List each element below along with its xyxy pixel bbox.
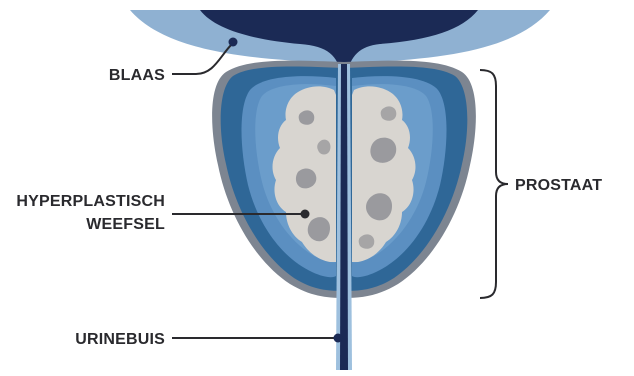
urethra-channel [340,64,348,370]
hyperplastic-pointer-dot [301,210,310,219]
urethra [336,64,352,370]
hyperplastic-label-line2: WEEFSEL [86,216,165,233]
hyperplastic-spot [299,110,315,124]
hyperplastic-spot [359,234,375,248]
bladder-pointer-dot [229,38,238,47]
bladder-label: BLAAS [109,67,165,84]
hyperplastic-label-line1: HYPERPLASTISCH [16,193,165,210]
urethra-pointer-dot [334,334,343,343]
hyperplastic-spot [381,106,397,120]
prostate-label: PROSTAAT [515,177,602,194]
prostate-bracket [480,70,508,298]
urethra-label: URINEBUIS [75,331,165,348]
